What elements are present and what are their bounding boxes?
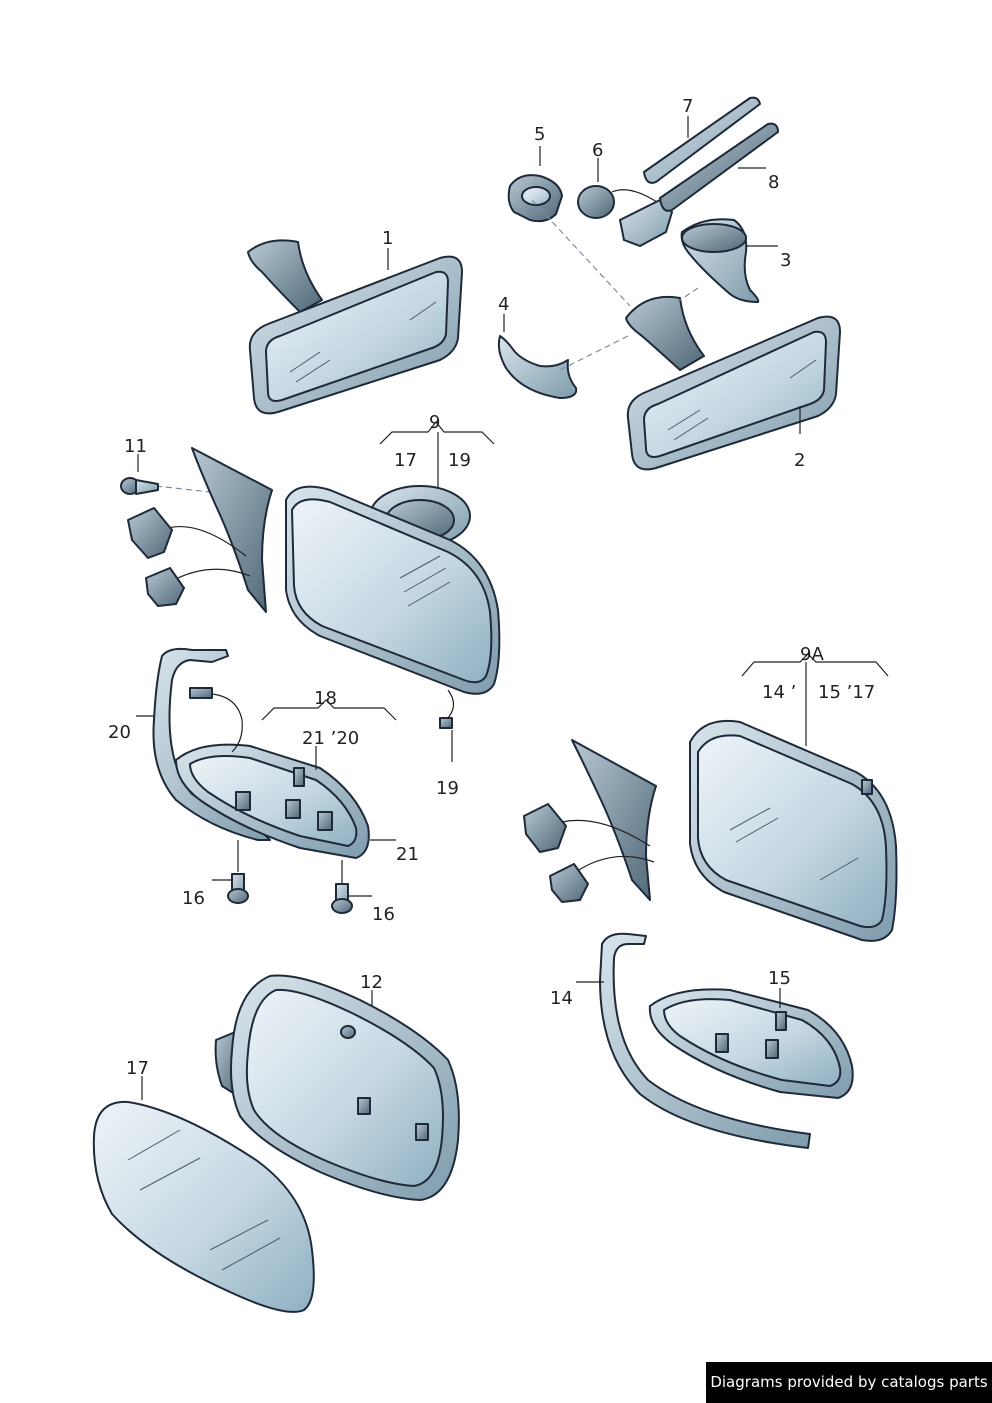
bolt-16a (227, 873, 249, 904)
callout-1: 1 (382, 228, 393, 249)
callout-8: 8 (768, 172, 779, 193)
callout-6: 6 (592, 140, 603, 161)
seal-14 (599, 932, 811, 1149)
callout-9a-left: 14 ’ (762, 682, 796, 703)
callout-11: 11 (124, 436, 147, 457)
strip-8 (659, 122, 779, 212)
callout-17: 17 (126, 1058, 149, 1079)
interior-mirror-1 (247, 239, 463, 415)
callout-9a: 9A (800, 644, 824, 665)
trim-cover-4 (497, 335, 578, 399)
clip-5 (507, 174, 563, 223)
interior-mirror-2 (625, 295, 841, 471)
callout-9-left: 17 (394, 450, 417, 471)
callout-18-sub: 21 ’20 (302, 728, 359, 749)
strip-7 (643, 96, 761, 184)
callout-18: 18 (314, 688, 337, 709)
screw-11 (120, 477, 159, 495)
callout-16a: 16 (182, 888, 205, 909)
callout-15: 15 (768, 968, 791, 989)
callout-12: 12 (360, 972, 383, 993)
exterior-mirror-9 (127, 447, 501, 729)
callout-20: 20 (108, 722, 131, 743)
callout-14: 14 (550, 988, 573, 1009)
callout-2: 2 (794, 450, 805, 471)
housing-shell-12 (214, 974, 460, 1201)
bolt-16b (331, 883, 353, 914)
callout-9: 9 (429, 412, 440, 433)
credit-badge: Diagrams provided by catalogs parts (706, 1362, 992, 1403)
housing-cover-18 (175, 687, 370, 859)
leader-lines (136, 116, 889, 1100)
callout-3: 3 (780, 250, 791, 271)
callout-5: 5 (534, 124, 545, 145)
callout-9a-right: 15 ’17 (818, 682, 875, 703)
housing-cover-15 (648, 988, 854, 1099)
callout-16b: 16 (372, 904, 395, 925)
callout-4: 4 (498, 294, 509, 315)
mirror-glass-17 (92, 1100, 315, 1313)
exterior-mirror-9a (523, 720, 898, 942)
sensor-6 (577, 185, 673, 247)
callout-19: 19 (436, 778, 459, 799)
callout-9-right: 19 (448, 450, 471, 471)
callout-21: 21 (396, 844, 419, 865)
callout-7: 7 (682, 96, 693, 117)
mirror-base-cover-3 (680, 218, 760, 303)
